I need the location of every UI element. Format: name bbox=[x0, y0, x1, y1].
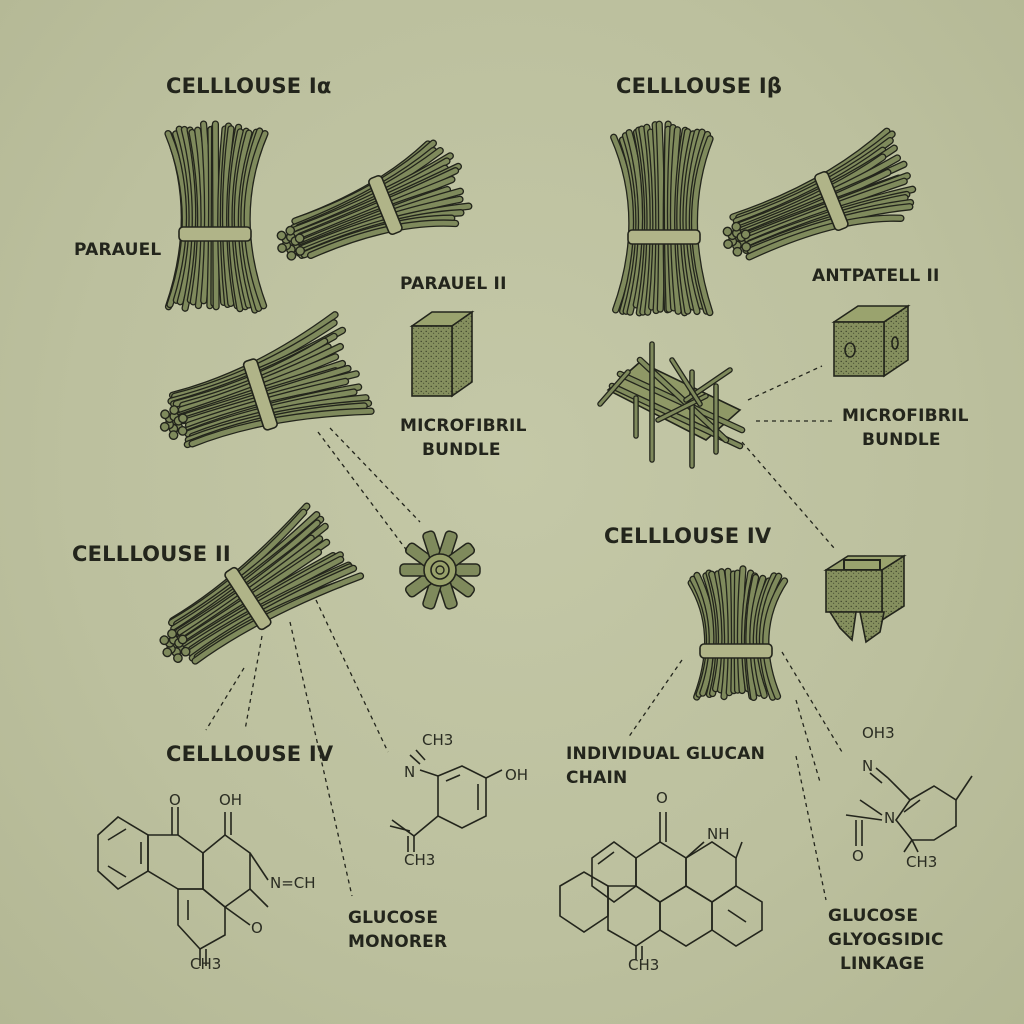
label-line: LINKAGE bbox=[840, 954, 925, 974]
bundle-parallel-ii-large bbox=[159, 311, 375, 449]
label-microfibril-bundle-left: MICROFIBRIL BUNDLE bbox=[400, 414, 527, 462]
label-parauel: PARAUEL bbox=[74, 240, 162, 260]
chem-label: N=CH bbox=[270, 874, 316, 892]
title-cellulose-iv-left: CELLLOUSE IV bbox=[166, 742, 334, 766]
microfibril-cube-lower bbox=[823, 554, 907, 644]
bundle-cellulose-ia-vertical bbox=[164, 120, 269, 314]
chem-label: OH bbox=[219, 791, 243, 809]
label-line: MONORER bbox=[348, 932, 448, 952]
label-glucose-monorer: GLUCOSE MONORER bbox=[348, 906, 447, 954]
chem-structure-right bbox=[559, 812, 763, 960]
label-line: GLUCOSE bbox=[348, 908, 439, 928]
bundle-cellulose-ii bbox=[159, 502, 365, 665]
microfibril-cross-section bbox=[399, 530, 481, 610]
chem-label: CH3 bbox=[422, 731, 454, 749]
microfibril-cube-right bbox=[831, 304, 911, 378]
bundle-cellulose-ia-horizontal bbox=[276, 139, 473, 261]
chem-label: O bbox=[251, 919, 263, 937]
label-line: CHAIN bbox=[566, 768, 628, 788]
chem-label: N bbox=[884, 809, 896, 827]
bundle-cellulose-ib-horizontal bbox=[722, 127, 917, 261]
chem-label: O bbox=[656, 789, 668, 807]
leader-lines bbox=[205, 365, 843, 901]
microfibril-cube-left bbox=[409, 310, 475, 398]
title-cellulose-ib: CELLLOUSE Iβ bbox=[616, 74, 783, 98]
chem-label: N bbox=[404, 763, 416, 781]
chem-structure-left bbox=[97, 807, 269, 966]
label-line: BUNDLE bbox=[862, 430, 941, 450]
antiparallel-lattice bbox=[597, 341, 746, 469]
label-glucose-glyogsidic-linkage: GLUCOSE GLYOGSIDIC LINKAGE bbox=[828, 904, 944, 976]
chem-label: CH3 bbox=[628, 956, 660, 974]
title-cellulose-iv-right: CELLLOUSE IV bbox=[604, 524, 772, 548]
label-line: BUNDLE bbox=[422, 440, 501, 460]
chem-label: CH3 bbox=[906, 853, 938, 871]
label-individual-glucan-chain: INDIVIDUAL GLUCAN CHAIN bbox=[566, 742, 765, 790]
bundle-cellulose-ib-vertical bbox=[610, 120, 714, 317]
label-line: MICROFIBRIL bbox=[400, 416, 527, 436]
chem-label: O bbox=[169, 791, 181, 809]
label-line: GLYOGSIDIC bbox=[828, 930, 944, 950]
label-antpatell-ii: ANTPATELL II bbox=[812, 266, 940, 286]
title-cellulose-ia: CELLLOUSE Iα bbox=[166, 74, 332, 98]
chem-label: CH3 bbox=[190, 955, 222, 973]
label-microfibril-bundle-right: MICROFIBRIL BUNDLE bbox=[842, 404, 969, 452]
bundle-cellulose-iv bbox=[687, 565, 789, 702]
chem-label: NH bbox=[707, 825, 730, 843]
chem-label: CH3 bbox=[404, 851, 436, 869]
label-parauel-ii: PARAUEL II bbox=[400, 274, 507, 294]
label-line: INDIVIDUAL GLUCAN bbox=[566, 744, 766, 764]
chem-label: O bbox=[852, 847, 864, 865]
chem-label: OH bbox=[505, 766, 529, 784]
chem-label: OH3 bbox=[862, 724, 895, 742]
chem-structure-middle bbox=[389, 749, 503, 852]
chem-structure-far-right bbox=[845, 767, 973, 853]
label-line: MICROFIBRIL bbox=[842, 406, 969, 426]
title-cellulose-ii: CELLLOUSE II bbox=[72, 542, 231, 566]
label-line: GLUCOSE bbox=[828, 906, 919, 926]
chem-label: N bbox=[862, 757, 874, 775]
